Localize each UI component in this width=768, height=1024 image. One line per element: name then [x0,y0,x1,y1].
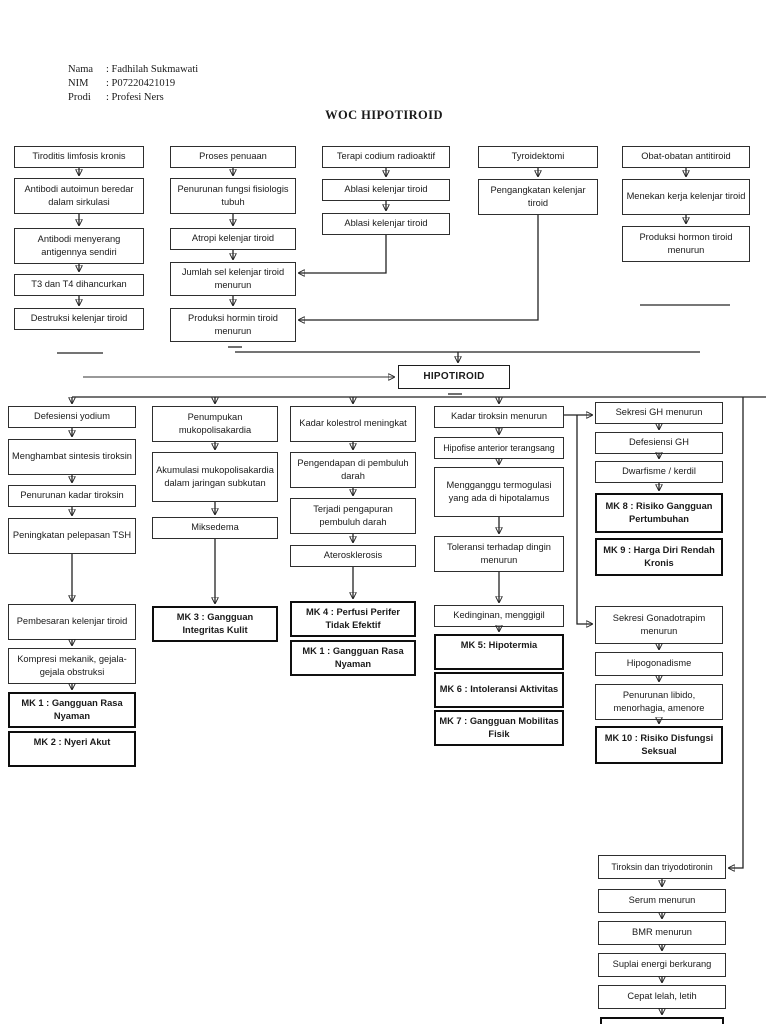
node-menghambat-sintesis: Menghambat sintesis tiroksin [8,439,136,475]
node-mk7-mobilitas-fisik: MK 7 : Gangguan Mobilitas Fisik [434,710,564,746]
node-produksi-hormin-menurun: Produksi hormin tiroid menurun [170,308,296,342]
node-penumpukan-muko: Penumpukan mukopolisakardia [152,406,278,442]
student-nim-row: NIM : P07220421019 [68,77,198,91]
node-mengganggu-termogulasi: Mengganggu termogulasi yang ada di hipot… [434,467,564,517]
student-name-row: Nama : Fadhilah Sukmawati [68,63,198,77]
student-prodi-row: Prodi : Profesi Ners [68,91,198,105]
node-mk1-rasa-nyaman-2: MK 1 : Gangguan Rasa Nyaman [290,640,416,676]
node-ablasi-kelenjar-tiroid-1: Ablasi kelenjar tiroid [322,179,450,201]
node-penurunan-kadar-tiroksin: Penurunan kadar tiroksin [8,485,136,507]
node-jumlah-sel-menurun: Jumlah sel kelenjar tiroid menurun [170,262,296,296]
student-name-value: : Fadhilah Sukmawati [106,64,199,75]
node-serum-menurun: Serum menurun [598,889,726,913]
node-hipofise-anterior: Hipofise anterior terangsang [434,437,564,459]
node-penurunan-libido: Penurunan libido, menorhagia, amenore [595,684,723,720]
node-sekresi-gonadotrapim: Sekresi Gonadotrapim menurun [595,606,723,644]
node-mk8-risiko-pertumbuhan: MK 8 : Risiko Gangguan Pertumbuhan [595,493,723,533]
node-destruksi-kelenjar-tiroid: Destruksi kelenjar tiroid [14,308,144,330]
node-antibodi-menyerang: Antibodi menyerang antigennya sendiri [14,228,144,264]
student-prodi-value: : Profesi Ners [106,92,164,103]
student-prodi-label: Prodi [68,92,91,103]
node-aterosklerosis: Aterosklerosis [290,545,416,567]
node-tyroidektomi: Tyroidektomi [478,146,598,168]
node-obat-antitiroid: Obat-obatan antitiroid [622,146,750,168]
node-hipogonadisme: Hipogonadisme [595,652,723,676]
page-title: WOC HIPOTIROID [325,108,443,122]
node-hipotiroid: HIPOTIROID [398,365,510,389]
node-terapi-codium-radioaktif: Terapi codium radioaktif [322,146,450,168]
node-mk5-hipotermia: MK 5: Hipotermia [434,634,564,670]
node-ablasi-kelenjar-tiroid-2: Ablasi kelenjar tiroid [322,213,450,235]
node-tiroiditis-limfosis-kronis: Tiroditis limfosis kronis [14,146,144,168]
student-info: Nama : Fadhilah Sukmawati NIM : P072204210… [68,63,198,105]
node-bottom-partial [600,1017,724,1024]
node-proses-penuaan: Proses penuaan [170,146,296,168]
student-name-label: Nama [68,64,94,75]
node-mk6-intoleransi-aktivitas: MK 6 : Intoleransi Aktivitas [434,672,564,708]
node-mk2-nyeri-akut: MK 2 : Nyeri Akut [8,731,136,767]
node-defesiensi-gh: Defesiensi GH [595,432,723,454]
node-toleransi-dingin: Toleransi terhadap dingin menurun [434,536,564,572]
node-pengapuran-pembuluh: Terjadi pengapuran pembuluh darah [290,498,416,534]
node-antibodi-autoimun: Antibodi autoimun beredar dalam sirkulas… [14,178,144,214]
student-nim-value: : P07220421019 [106,78,176,89]
node-mk9-harga-diri: MK 9 : Harga Diri Rendah Kronis [595,538,723,576]
node-defesiensi-yodium: Defesiensi yodium [8,406,136,428]
node-akumulasi-muko: Akumulasi mukopolisakardia dalam jaringa… [152,452,278,502]
node-t3-t4-dihancurkan: T3 dan T4 dihancurkan [14,274,144,296]
node-kedinginan-menggigil: Kedinginan, menggigil [434,605,564,627]
node-cepat-lelah: Cepat lelah, letih [598,985,726,1009]
node-tiroksin-triyodotironin: Tiroksin dan triyodotironin [598,855,726,879]
node-miksedema: Miksedema [152,517,278,539]
node-pembesaran-kelenjar: Pembesaran kelenjar tiroid [8,604,136,640]
node-produksi-hormon-menurun: Produksi hormon tiroid menurun [622,226,750,262]
node-pengangkatan-kelenjar: Pengangkatan kelenjar tiroid [478,179,598,215]
node-peningkatan-tsh: Peningkatan pelepasan TSH [8,518,136,554]
node-bmr-menurun: BMR menurun [598,921,726,945]
student-nim-label: NIM [68,78,89,89]
node-kompresi-mekanik: Kompresi mekanik, gejala-gejala obstruks… [8,648,136,684]
node-mk3-integritas-kulit: MK 3 : Gangguan Integritas Kulit [152,606,278,642]
node-pengendapan-pembuluh: Pengendapan di pembuluh darah [290,452,416,488]
node-atropi-kelenjar-tiroid: Atropi kelenjar tiroid [170,228,296,250]
node-mk10-disfungsi-seksual: MK 10 : Risiko Disfungsi Seksual [595,726,723,764]
node-suplai-energi: Suplai energi berkurang [598,953,726,977]
node-mk1-gangguan-rasa-nyaman: MK 1 : Gangguan Rasa Nyaman [8,692,136,728]
node-penurunan-fungsi-fisiologis: Penurunan fungsi fisiologis tubuh [170,178,296,214]
node-kadar-tiroksin-menurun: Kadar tiroksin menurun [434,406,564,428]
node-dwarfisme-kerdil: Dwarfisme / kerdil [595,461,723,483]
node-kadar-kolestrol: Kadar kolestrol meningkat [290,406,416,442]
node-menekan-kerja-kelenjar: Menekan kerja kelenjar tiroid [622,179,750,215]
node-sekresi-gh-menurun: Sekresi GH menurun [595,402,723,424]
node-mk4-perfusi-perifer: MK 4 : Perfusi Perifer Tidak Efektif [290,601,416,637]
